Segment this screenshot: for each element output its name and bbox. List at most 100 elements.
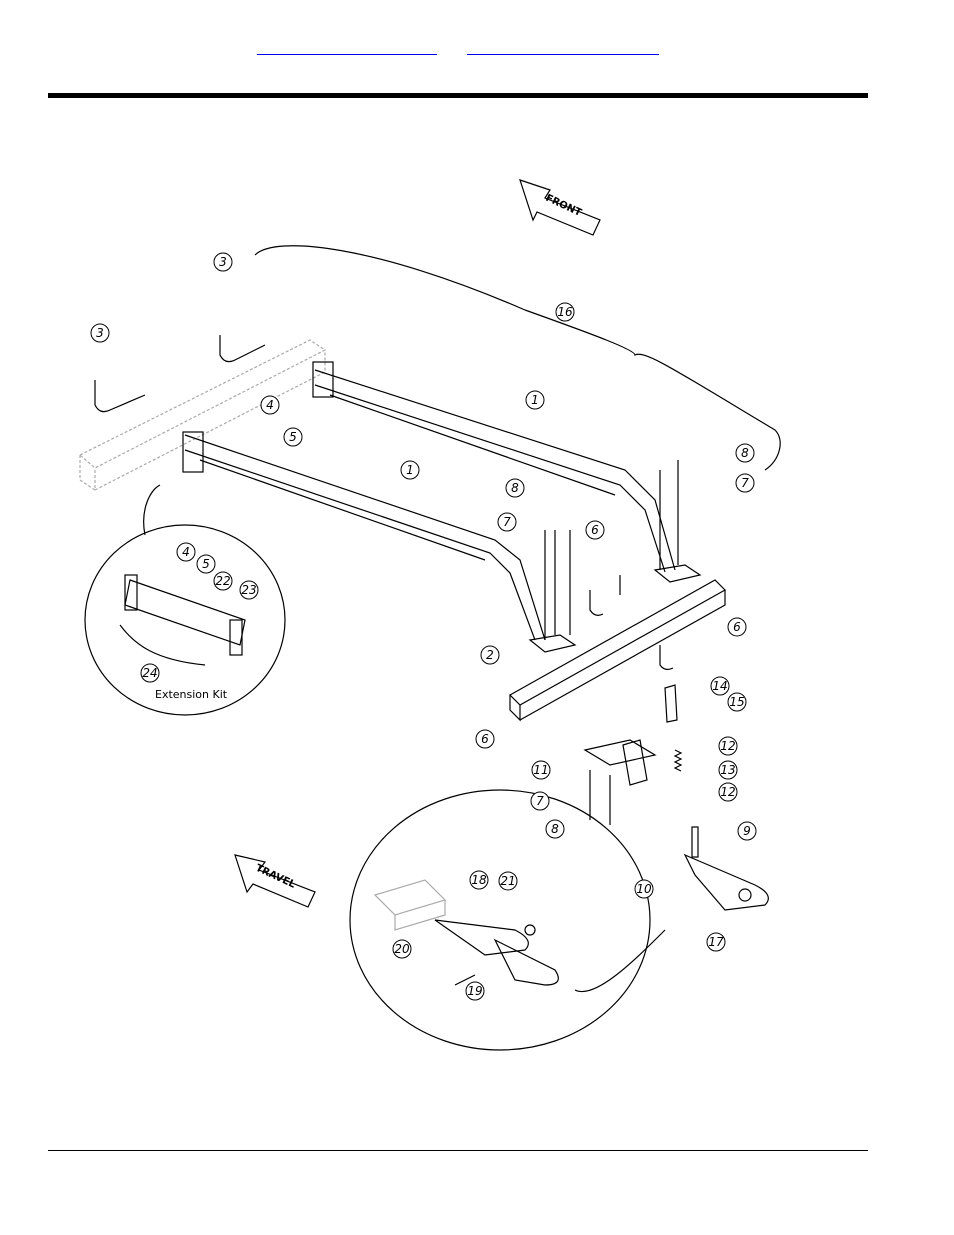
callout-number: 7: [503, 515, 511, 529]
detail-hitch: [434, 919, 529, 956]
u-bolt-right: [659, 645, 674, 671]
callout-number: 10: [636, 882, 652, 896]
callout-6a: [585, 520, 605, 540]
header-links: [0, 38, 954, 58]
callout-number: 15: [729, 695, 744, 709]
callout-7a: [735, 473, 755, 493]
pin: [664, 684, 678, 723]
callout-number: 11: [533, 763, 548, 777]
callout-number: 8: [511, 481, 519, 495]
callout-3a: [213, 252, 233, 272]
callout-16: [555, 302, 575, 322]
header-link-1[interactable]: [257, 38, 437, 55]
callout-12a: [718, 736, 738, 756]
callout-21: [498, 871, 518, 891]
callout-22: [213, 571, 233, 591]
callout-5-inset: [196, 554, 216, 574]
ghost-bracket: [373, 879, 447, 931]
callout-1b: [400, 460, 420, 480]
callout-9: [737, 821, 757, 841]
callout-number: 18: [471, 873, 487, 887]
callout-number: 19: [467, 984, 482, 998]
callout-number: 3: [96, 326, 104, 340]
callout-number: 4: [266, 398, 274, 412]
travel-arrow: TRAVEL: [234, 854, 316, 908]
spring: [673, 749, 683, 772]
callout-number: 7: [536, 794, 544, 808]
swing-hitch: [683, 853, 769, 911]
callout-2: [480, 645, 500, 665]
hitch-bracket: [622, 739, 648, 786]
callout-number: 3: [219, 255, 227, 269]
parts-diagram: FRONT TRAVEL Extension Kit: [75, 140, 805, 1070]
hitch-detail-inset: [349, 789, 651, 1051]
callout-number: 22: [215, 574, 230, 588]
callout-number: 9: [743, 824, 751, 838]
callout-10: [634, 879, 654, 899]
callout-numbers: 3 3 16 1 1 4 5 8 7 8 7 6 6 2 6 14 15 12 …: [96, 255, 751, 998]
bracket-plate: [583, 739, 657, 766]
callout-23: [239, 580, 259, 600]
extension-kit-inset: [84, 524, 286, 716]
header-link-2[interactable]: [467, 38, 659, 55]
callout-number: 13: [720, 763, 735, 777]
callout-11: [531, 760, 551, 780]
exploded-view-drawing: FRONT TRAVEL Extension Kit: [78, 179, 781, 1051]
callout-number: 5: [202, 557, 210, 571]
callout-number: 12: [720, 785, 735, 799]
callout-3b: [90, 323, 110, 343]
extension-tube: [124, 579, 246, 646]
callout-number: 21: [500, 874, 515, 888]
detail-nut: [524, 924, 536, 936]
cross-tube: [509, 579, 726, 722]
header-rule: [48, 93, 868, 98]
callout-12b: [718, 782, 738, 802]
callout-number: 20: [394, 942, 410, 956]
frame-arm-upper: [312, 361, 676, 573]
callout-number: 8: [551, 822, 559, 836]
callout-13: [718, 760, 738, 780]
mount-plate-left: [528, 634, 577, 653]
callout-number: 1: [531, 393, 539, 407]
callout-circles: [90, 252, 757, 1001]
callout-number: 6: [591, 523, 599, 537]
callout-24: [140, 663, 160, 683]
callout-number: 16: [557, 305, 573, 319]
callout-number: 1: [406, 463, 414, 477]
callout-number: 6: [481, 732, 489, 746]
front-arrow: FRONT: [519, 179, 601, 236]
callout-1a: [525, 390, 545, 410]
assembly-brace: [254, 245, 781, 471]
callout-number: 24: [142, 666, 157, 680]
callout-number: 5: [289, 430, 297, 444]
callout-number: 2: [486, 648, 494, 662]
detail-leader: [574, 929, 666, 993]
callout-6b: [727, 617, 747, 637]
u-bolt-left: [94, 380, 146, 413]
callout-number: 8: [741, 446, 749, 460]
callout-15: [727, 692, 747, 712]
callout-7c: [530, 791, 550, 811]
callout-number: 23: [241, 583, 256, 597]
mount-plate-right: [653, 564, 702, 583]
callout-number: 14: [712, 679, 727, 693]
callout-number: 6: [733, 620, 741, 634]
detail-tongue: [493, 938, 559, 986]
callout-8b: [505, 478, 525, 498]
callout-8a: [735, 443, 755, 463]
callout-4: [260, 395, 280, 415]
extension-brace: [119, 624, 206, 666]
callout-number: 4: [182, 545, 190, 559]
callout-number: 7: [741, 476, 749, 490]
callout-6c: [475, 729, 495, 749]
u-bolt-upper: [219, 335, 266, 363]
extension-kit-label: Extension Kit: [155, 688, 228, 701]
footer-rule: [48, 1150, 868, 1151]
callout-number: 17: [708, 935, 724, 949]
callout-20: [392, 939, 412, 959]
callout-5: [283, 427, 303, 447]
hitch-hole: [738, 888, 752, 902]
ghost-toolbar: [78, 339, 327, 492]
extension-plate-right: [229, 619, 243, 656]
detail-bolt: [454, 974, 476, 986]
